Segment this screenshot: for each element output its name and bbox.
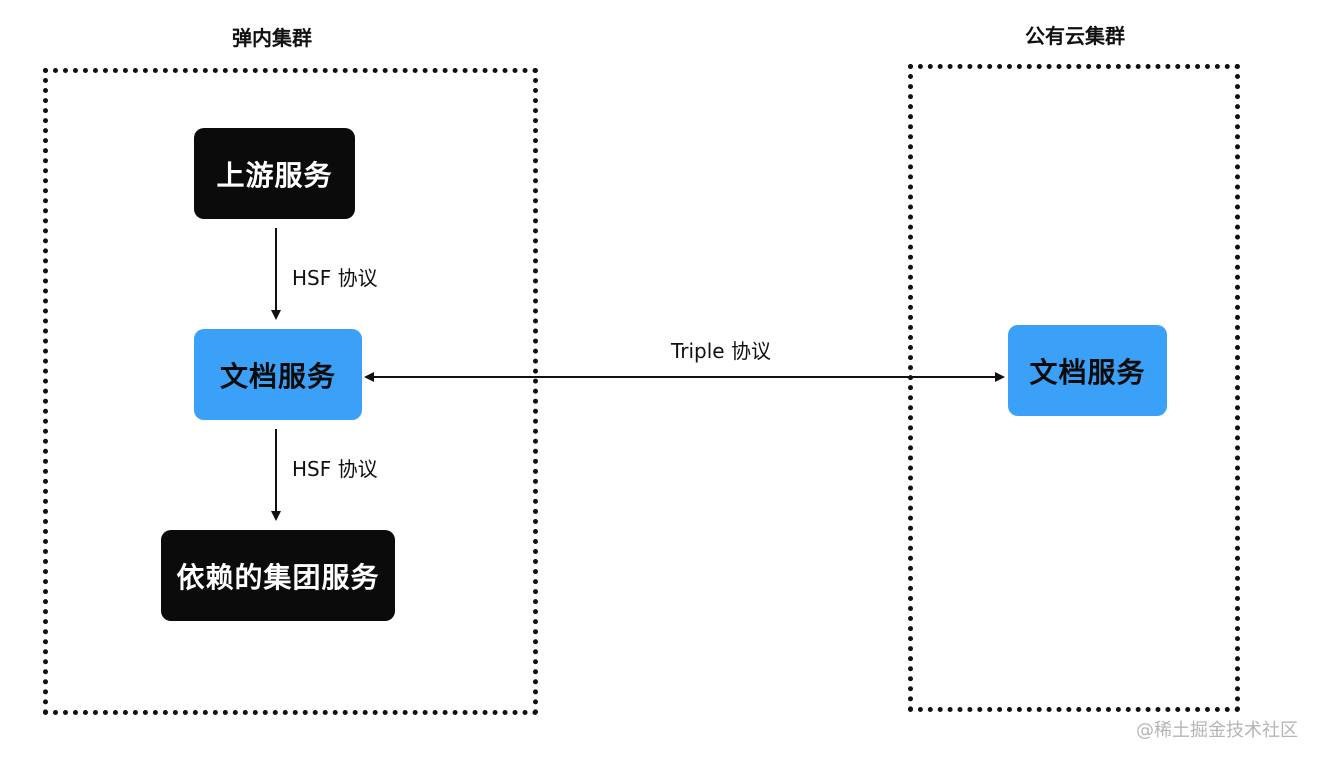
node-doc-service-internal: 文档服务 <box>194 329 362 420</box>
cluster-internal-title: 弹内集群 <box>232 26 312 50</box>
node-upstream-service: 上游服务 <box>194 128 355 219</box>
edge-label-hsf-upper: HSF 协议 <box>292 266 378 290</box>
node-doc-service-public-cloud: 文档服务 <box>1008 325 1167 416</box>
watermark: @稀土掘金技术社区 <box>1136 720 1298 741</box>
edge-label-hsf-lower: HSF 协议 <box>292 457 378 481</box>
node-dependent-group-service: 依赖的集团服务 <box>161 530 395 621</box>
cluster-public-cloud-border <box>908 64 1240 712</box>
cluster-public-cloud-title: 公有云集群 <box>1025 24 1125 48</box>
cluster-internal-border <box>43 68 538 715</box>
edge-label-triple: Triple 协议 <box>671 339 771 363</box>
